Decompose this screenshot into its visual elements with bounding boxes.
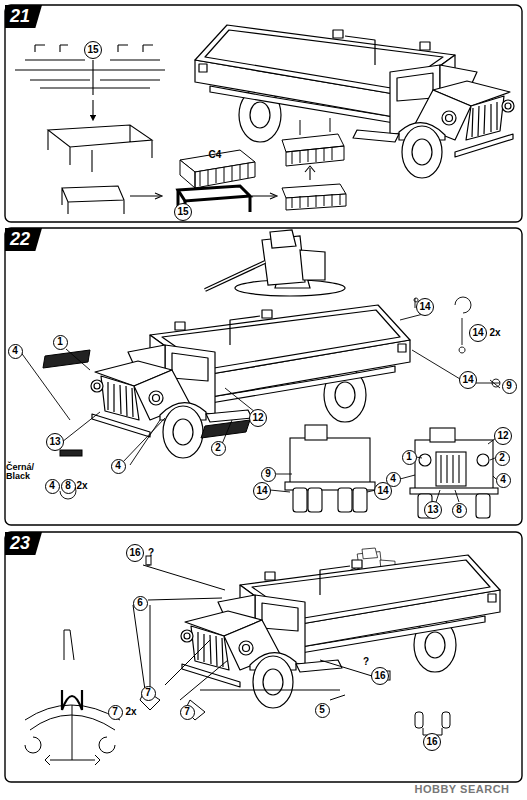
- callout-number: 4: [111, 459, 126, 474]
- callout-text: 14: [419, 302, 430, 312]
- watermark: HOBBY SEARCH: [414, 784, 509, 796]
- callout-number: 14: [416, 298, 434, 316]
- callout-text: 16: [426, 737, 437, 747]
- callout-text: 6: [137, 598, 143, 608]
- callout-text: 2: [499, 453, 505, 463]
- callout-number: 4: [45, 479, 60, 494]
- callout-number: 4: [8, 344, 23, 359]
- callout-text: 12: [252, 413, 263, 423]
- callout-number: 4: [496, 473, 511, 488]
- callout-text: 14: [472, 328, 483, 338]
- callout-number: 7: [108, 705, 123, 720]
- callout-text: 14: [256, 486, 267, 496]
- callout-text: 15: [177, 207, 188, 217]
- part-code: C4: [209, 150, 222, 161]
- callout-text: 15: [87, 45, 98, 55]
- callout-number: 5: [315, 703, 330, 718]
- callout-text: 7: [184, 707, 190, 717]
- callout-number: 13: [46, 433, 64, 451]
- callout-text: 14: [377, 486, 388, 496]
- callout-text: 8: [456, 505, 462, 515]
- step-label: 21: [10, 6, 30, 26]
- quantity-note: 2x: [489, 328, 500, 339]
- callout-number: 12: [494, 427, 512, 445]
- callout-text: 1: [57, 337, 63, 347]
- callout-number: 2: [495, 451, 510, 466]
- callout-number: 14: [253, 482, 271, 500]
- callout-number: 7: [141, 686, 156, 701]
- callout-text: 4: [500, 475, 506, 485]
- callout-text: 5: [319, 705, 325, 715]
- callout-text: 14: [462, 375, 473, 385]
- callout-text: 13: [49, 437, 60, 447]
- callout-text: 16: [129, 548, 140, 558]
- callout-number: 9: [502, 379, 517, 394]
- callout-number: 14: [459, 371, 477, 389]
- callout-number: 7: [180, 705, 195, 720]
- callout-number: 4: [386, 472, 401, 487]
- query-mark: ?: [148, 548, 154, 559]
- callout-number: 12: [249, 409, 267, 427]
- callout-number: 13: [424, 501, 442, 519]
- callout-text: 4: [12, 346, 18, 356]
- callout-text: 2: [215, 443, 221, 453]
- callout-text: 8: [65, 481, 71, 491]
- callout-number: 6: [133, 596, 148, 611]
- quantity-note: 2x: [125, 707, 136, 718]
- callout-text: 9: [265, 469, 271, 479]
- callout-text: 7: [145, 688, 151, 698]
- callout-number: 16: [126, 544, 144, 562]
- callout-text: 9: [506, 381, 512, 391]
- callout-text: 13: [427, 505, 438, 515]
- callout-text: 4: [115, 461, 121, 471]
- step-label: 23: [10, 533, 30, 553]
- callout-number: 15: [84, 41, 102, 59]
- callout-number: 14: [469, 324, 487, 342]
- step-number: 23: [5, 532, 42, 555]
- step-label: 22: [10, 229, 30, 249]
- callout-text: 4: [49, 481, 55, 491]
- callout-text: 4: [390, 474, 396, 484]
- callout-number: 8: [452, 503, 467, 518]
- quantity-note: 2x: [76, 481, 87, 492]
- callout-text: 7: [112, 707, 118, 717]
- callout-number: 8: [61, 479, 76, 494]
- callout-number: 1: [53, 335, 68, 350]
- callout-number: 9: [261, 467, 276, 482]
- callout-number: 2: [211, 441, 226, 456]
- callout-text: 12: [497, 431, 508, 441]
- color-note: Černá/ Black: [6, 463, 42, 482]
- callout-number: 16: [371, 667, 389, 685]
- query-mark: ?: [363, 657, 369, 668]
- callout-text: 1: [406, 452, 412, 462]
- callout-number: 15: [174, 203, 192, 221]
- step-number: 22: [5, 228, 42, 251]
- callout-number: 16: [423, 733, 441, 751]
- step-number: 21: [5, 5, 42, 28]
- callout-number: 1: [402, 450, 417, 465]
- callout-text: 16: [374, 671, 385, 681]
